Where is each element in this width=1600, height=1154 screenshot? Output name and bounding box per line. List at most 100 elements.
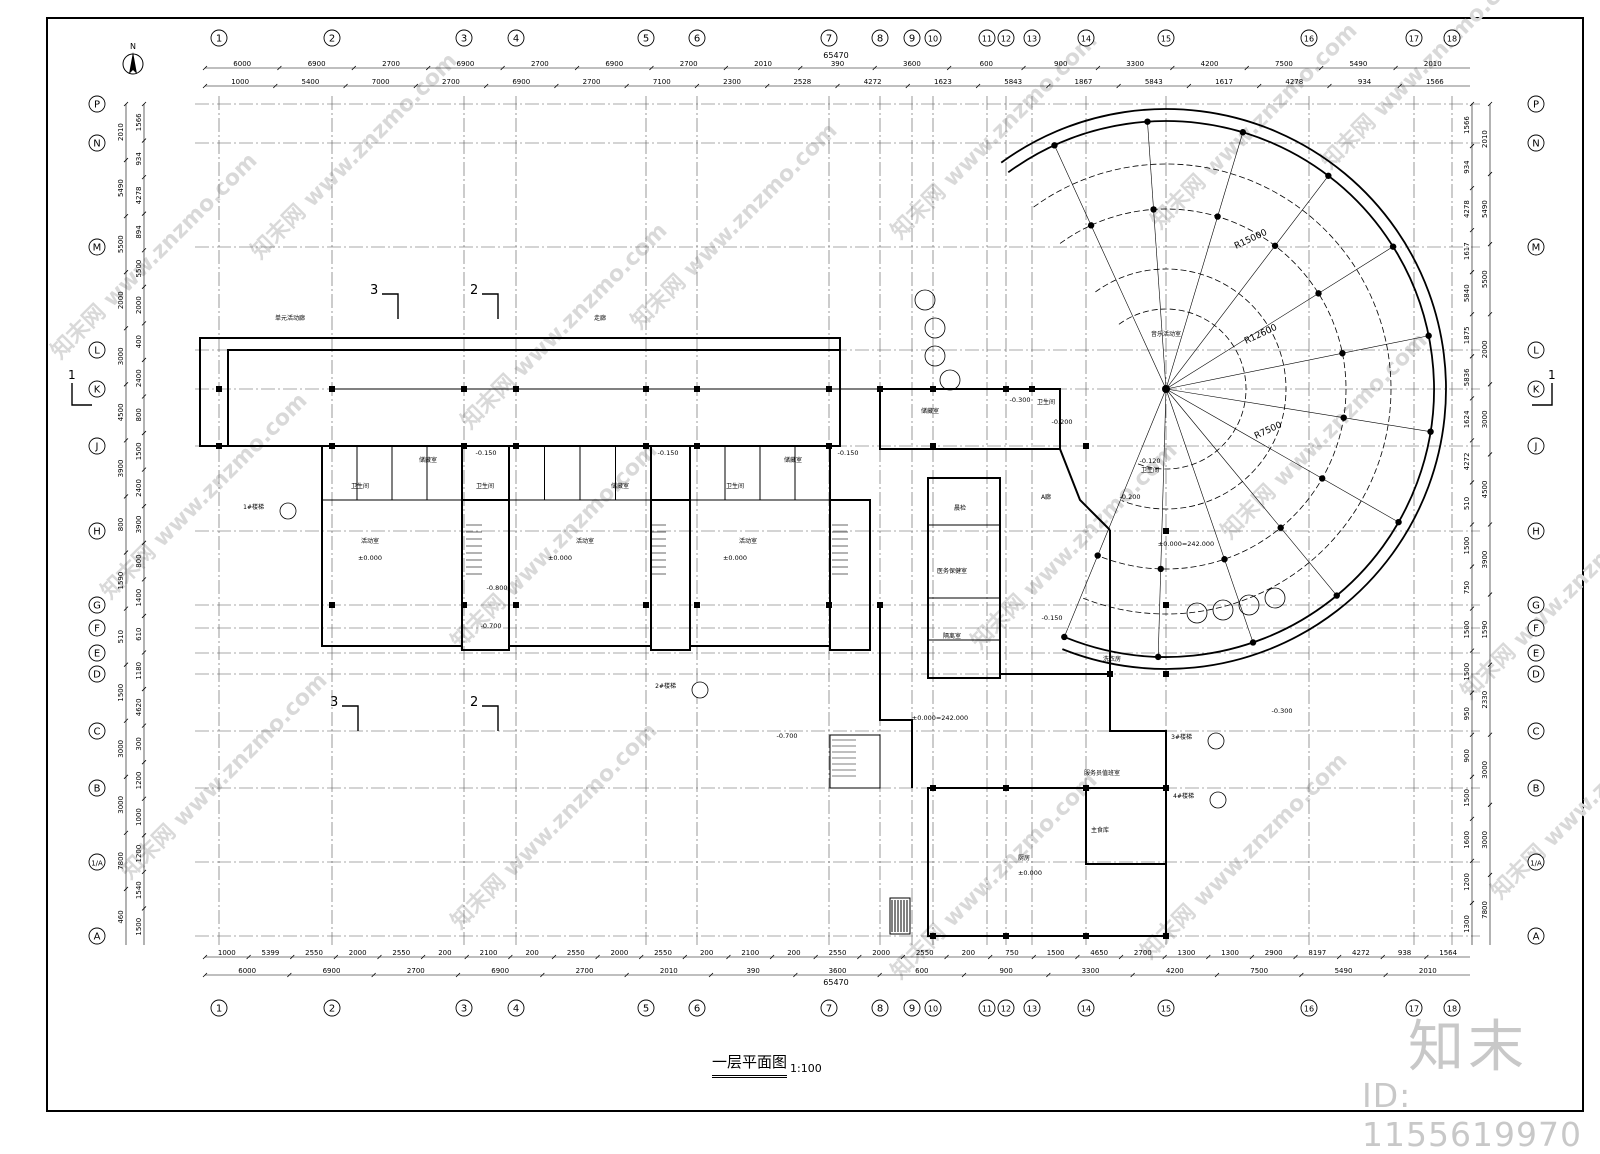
axis-bubble-label: 18: [1447, 1005, 1457, 1014]
dimension-tick: [123, 774, 129, 780]
dimension-text: 4272: [1463, 453, 1471, 471]
level-mark: -0.700: [481, 622, 502, 630]
room-label: 卫生间: [351, 482, 369, 490]
dimension-tick: [123, 438, 129, 443]
dimension-text: 510: [1463, 497, 1471, 510]
axis-bubble-label: 5: [643, 1004, 649, 1015]
room-label: 储藏室: [784, 456, 802, 464]
dimension-text: 1590: [117, 572, 125, 590]
dimension-tick: [1397, 83, 1403, 89]
level-mark: -0.150: [658, 449, 679, 457]
dimension-tick: [141, 759, 147, 765]
dimension-text: 600: [915, 967, 928, 975]
room-label: 服务员值班室: [1084, 769, 1120, 777]
dimension-tick: [1469, 606, 1475, 611]
dimension-tick: [1256, 83, 1262, 89]
drawing-scale: 1:100: [790, 1062, 822, 1075]
structural-column: [643, 386, 649, 392]
axis-bubble: [1443, 999, 1461, 1017]
rotunda-column: [1339, 350, 1346, 357]
level-mark: ±0.000: [723, 554, 747, 562]
planter: [914, 289, 936, 311]
axis-bubble-label: 15: [1161, 1005, 1171, 1014]
dimension-text: 3600: [903, 60, 921, 68]
rotunda-center: [1162, 385, 1170, 393]
dimension-text: 2100: [480, 949, 498, 957]
planter: [1186, 602, 1208, 624]
dimension-text: 1617: [1215, 78, 1233, 86]
dimension-tick: [708, 972, 714, 978]
section-line: [71, 383, 92, 406]
dimension-text: 1200: [1463, 873, 1471, 891]
dimension-text: 5840: [1463, 284, 1471, 302]
detail-callout: [1207, 732, 1225, 750]
dimension-text: 200: [787, 949, 800, 957]
dimension-text: 5490: [1481, 200, 1489, 218]
dimension-tick: [333, 954, 339, 960]
dimension-text: 3000: [1481, 761, 1489, 779]
level-mark: -0.200: [1120, 493, 1141, 501]
structural-column: [826, 443, 832, 449]
rotunda-radial: [1147, 121, 1167, 390]
dimension-text: 5490: [1335, 967, 1353, 975]
axis-bubble-label: 6: [694, 1004, 700, 1015]
structural-column: [826, 386, 832, 392]
dimension-text: 3600: [829, 967, 847, 975]
axis-bubble-label: 8: [877, 34, 883, 45]
axis-bubble: [88, 722, 106, 740]
axis-bubble: [1443, 29, 1461, 47]
room-label: 洗衣房: [1103, 655, 1121, 663]
dimension-text: 2000: [872, 949, 890, 957]
dimension-tick: [1162, 954, 1167, 960]
level-mark: -0.120: [1140, 457, 1161, 465]
dimension-text: 5400: [302, 78, 320, 86]
axis-bubble-label: B: [94, 784, 101, 795]
dimension-tick: [1469, 648, 1475, 653]
axis-bubble-label: A: [94, 932, 101, 943]
dimension-text: 2010: [1424, 60, 1442, 68]
section-mark: 1: [68, 368, 76, 382]
dimension-tick: [123, 662, 129, 667]
dimension-text: 1000: [218, 949, 236, 957]
structural-column: [216, 443, 222, 449]
axis-bubble-label: 9: [909, 1004, 915, 1015]
dimension-tick: [624, 972, 629, 978]
structural-column: [1083, 443, 1089, 449]
dimension-tick: [1469, 438, 1475, 443]
room-label: 活动室: [739, 537, 757, 545]
axis-bubble-label: 9: [909, 34, 915, 45]
dimension-text: 1540: [135, 881, 143, 899]
axis-bubble-label: K: [94, 385, 101, 396]
structural-column: [461, 602, 467, 608]
dimension-text: 3000: [1481, 410, 1489, 428]
axis-bubble: [88, 644, 106, 662]
axis-bubble: [1527, 522, 1545, 540]
axis-bubble: [1527, 644, 1545, 662]
axis-bubble-label: G: [93, 601, 101, 612]
axis-bubble-label: B: [1533, 784, 1540, 795]
storage-wall: [1085, 787, 1167, 865]
dimension-tick: [638, 954, 644, 960]
dimension-text: 2700: [583, 78, 601, 86]
axis-bubble: [903, 999, 921, 1017]
dimension-text: 6900: [323, 967, 341, 975]
axis-bubble: [88, 779, 106, 797]
dimension-tick: [813, 954, 818, 960]
dimension-text: 2550: [392, 949, 410, 957]
dimension-tick: [202, 83, 208, 89]
dimension-tick: [1327, 83, 1332, 89]
watermark-text: 知末网 www.znzmo.com: [116, 668, 333, 885]
dimension-text: 1180: [135, 662, 143, 680]
axis-bubble: [1527, 238, 1545, 256]
dimension-text: 800: [135, 408, 143, 421]
dimension-text: 2010: [117, 123, 125, 141]
axis-bubble: [1023, 29, 1041, 47]
rotunda-ring: [1000, 108, 1447, 670]
dimension-tick: [1487, 382, 1493, 387]
dimension-tick: [141, 613, 147, 619]
dimension-text: 934: [135, 152, 143, 166]
structural-column: [461, 386, 467, 392]
axis-bubble-label: 7: [826, 34, 832, 45]
axis-bubble-label: 13: [1027, 1005, 1037, 1014]
